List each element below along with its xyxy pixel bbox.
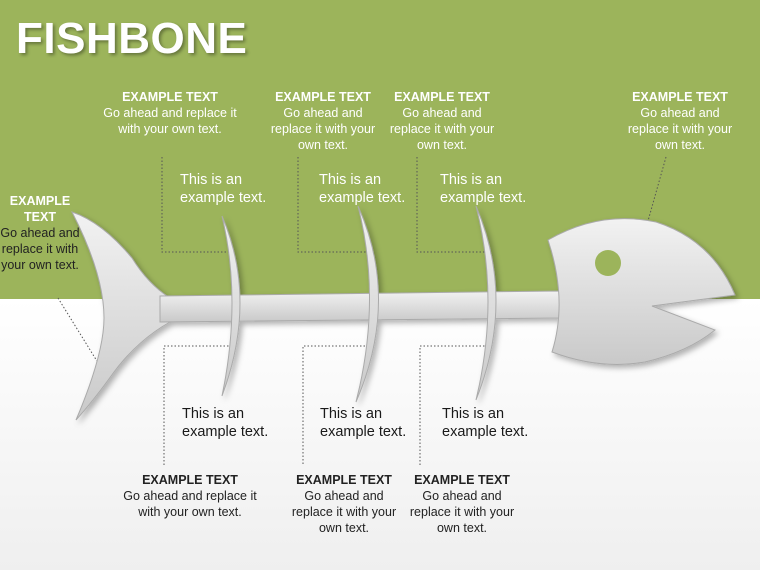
bottom-block-1-body: Go ahead and replace it with your own te… bbox=[123, 489, 257, 519]
connector-top-3 bbox=[416, 157, 490, 253]
connector-top-2 bbox=[297, 157, 368, 253]
top-block-3-heading: EXAMPLE TEXT bbox=[394, 90, 490, 104]
bone-label-top-3: This is an example text. bbox=[440, 172, 527, 206]
connector-top-4 bbox=[645, 156, 667, 229]
bottom-block-2-body: Go ahead and replace it with your own te… bbox=[291, 489, 397, 535]
top-block-2: EXAMPLE TEXT Go ahead and replace it wit… bbox=[263, 89, 383, 153]
bottom-block-1-heading: EXAMPLE TEXT bbox=[142, 473, 238, 487]
top-block-3: EXAMPLE TEXT Go ahead and replace it wit… bbox=[383, 89, 501, 153]
bottom-block-2-heading: EXAMPLE TEXT bbox=[296, 473, 392, 487]
page-title: FISHBONE bbox=[16, 14, 248, 63]
connector-bottom-1 bbox=[163, 345, 232, 465]
top-block-3-body: Go ahead and replace it with your own te… bbox=[389, 106, 495, 152]
bone-label-top-2: This is an example text. bbox=[319, 172, 406, 206]
connector-tail bbox=[57, 297, 101, 367]
top-block-1-body: Go ahead and replace it with your own te… bbox=[103, 106, 237, 136]
top-block-2-body: Go ahead and replace it with your own te… bbox=[270, 106, 376, 152]
fish-shape bbox=[70, 205, 736, 421]
top-block-1-heading: EXAMPLE TEXT bbox=[122, 90, 218, 104]
bone-label-bottom-1: This is an example text. bbox=[182, 406, 269, 440]
fish-spine bbox=[159, 290, 561, 323]
bone-label-bottom-2: This is an example text. bbox=[320, 406, 407, 440]
rib-2 bbox=[355, 205, 379, 403]
connector-bottom-2 bbox=[302, 345, 372, 465]
bone-label-bottom-3: This is an example text. bbox=[442, 406, 529, 440]
bone-label-top-1: This is an example text. bbox=[180, 172, 267, 206]
top-block-4: EXAMPLE TEXT Go ahead and replace it wit… bbox=[620, 89, 740, 153]
top-block-4-heading: EXAMPLE TEXT bbox=[632, 90, 728, 104]
top-block-4-body: Go ahead and replace it with your own te… bbox=[627, 106, 733, 152]
top-block-2-heading: EXAMPLE TEXT bbox=[275, 90, 371, 104]
top-block-1: EXAMPLE TEXT Go ahead and replace it wit… bbox=[100, 89, 240, 137]
tail-block-body: Go ahead and replace it with your own te… bbox=[0, 226, 80, 272]
fish-tail bbox=[70, 211, 171, 421]
connector-bottom-3 bbox=[419, 345, 488, 465]
rib-3 bbox=[475, 205, 497, 401]
bottom-block-3-body: Go ahead and replace it with your own te… bbox=[409, 489, 515, 535]
bottom-block-3: EXAMPLE TEXT Go ahead and replace it wit… bbox=[403, 472, 521, 536]
bottom-block-3-heading: EXAMPLE TEXT bbox=[414, 473, 510, 487]
fish-eye bbox=[595, 250, 621, 276]
tail-block-heading: EXAMPLE TEXT bbox=[9, 194, 71, 224]
connector-top-1 bbox=[161, 157, 232, 253]
rib-1 bbox=[221, 215, 241, 397]
bottom-block-1: EXAMPLE TEXT Go ahead and replace it wit… bbox=[120, 472, 260, 520]
fish-head bbox=[547, 218, 736, 365]
connector-lines bbox=[57, 156, 667, 465]
bottom-block-2: EXAMPLE TEXT Go ahead and replace it wit… bbox=[284, 472, 404, 536]
tail-block: EXAMPLE TEXT Go ahead and replace it wit… bbox=[0, 193, 80, 273]
